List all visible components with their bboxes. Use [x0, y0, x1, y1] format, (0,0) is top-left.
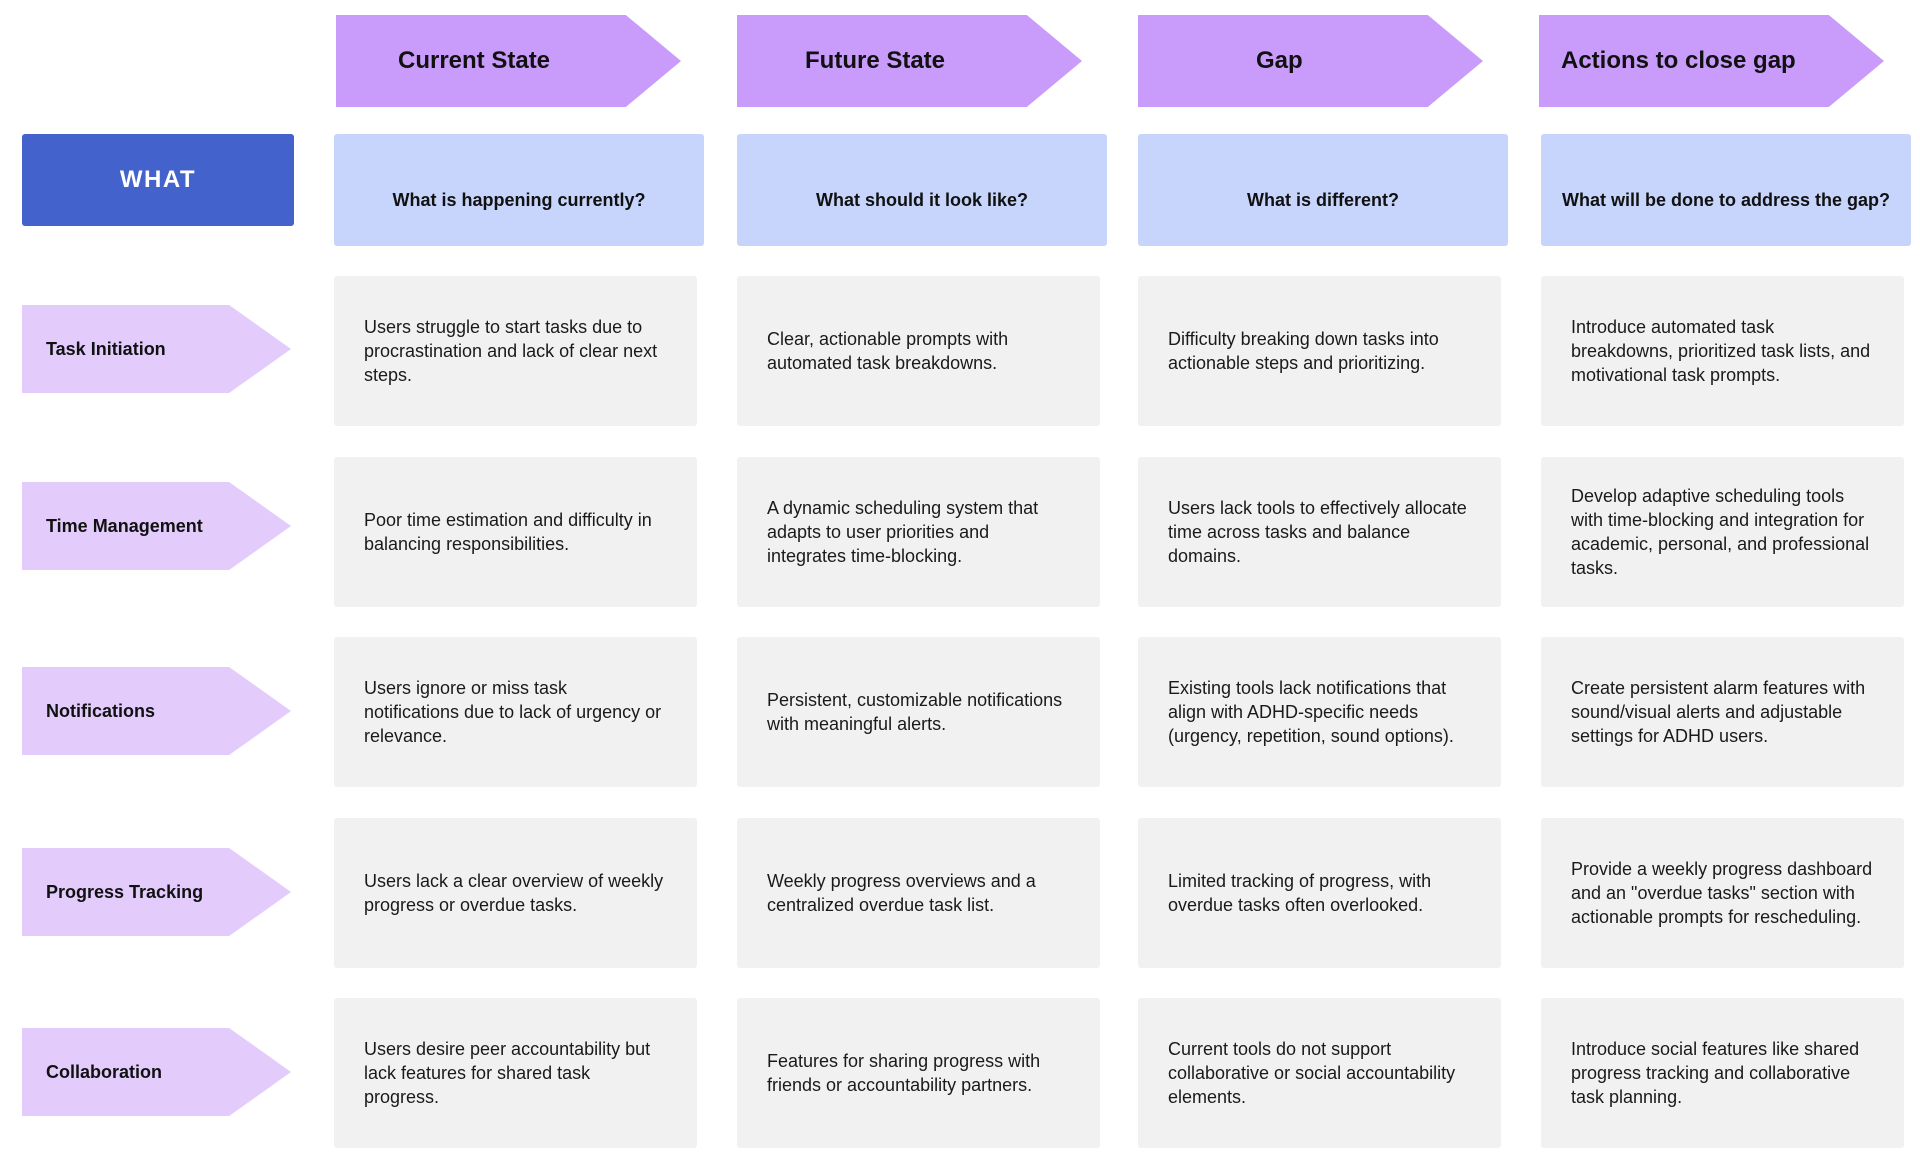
cell-collaboration-future: Features for sharing progress with frien… — [737, 998, 1100, 1148]
question-future-state: What should it look like? — [737, 134, 1107, 246]
column-header-current-state: Current State — [336, 15, 681, 107]
row-label-text: Task Initiation — [46, 338, 166, 359]
cell-progress-tracking-actions: Provide a weekly progress dashboard and … — [1541, 818, 1904, 968]
row-label-text: Time Management — [46, 515, 203, 536]
cell-time-management-current: Poor time estimation and difficulty in b… — [334, 457, 697, 607]
question-actions: What will be done to address the gap? — [1541, 134, 1911, 246]
cell-text: Existing tools lack notifications that a… — [1168, 678, 1454, 746]
column-header-label: Actions to close gap — [1561, 47, 1796, 74]
row-label-text: Notifications — [46, 700, 156, 721]
cell-time-management-gap: Users lack tools to effectively allocate… — [1138, 457, 1501, 607]
cell-notifications-future: Persistent, customizable notifications w… — [737, 637, 1100, 787]
cell-text: Difficulty breaking down tasks into acti… — [1168, 329, 1439, 373]
column-header-label: Gap — [1256, 47, 1303, 74]
column-header-label: Future State — [805, 47, 946, 74]
cell-time-management-future: A dynamic scheduling system that adapts … — [737, 457, 1100, 607]
row-label-progress-tracking: Progress Tracking — [22, 848, 291, 936]
column-header-label: Current State — [398, 47, 551, 74]
cell-text: Create persistent alarm features with so… — [1571, 678, 1866, 746]
cell-text: Users lack a clear overview of weekly pr… — [364, 871, 664, 915]
cell-time-management-actions: Develop adaptive scheduling tools with t… — [1541, 457, 1904, 607]
question-current-state: What is happening currently? — [334, 134, 704, 246]
cell-text: Develop adaptive scheduling tools with t… — [1571, 486, 1870, 578]
row-label-text: Collaboration — [46, 1061, 162, 1082]
cell-text: A dynamic scheduling system that adapts … — [767, 498, 1039, 566]
cell-task-initiation-actions: Introduce automated task breakdowns, pri… — [1541, 276, 1904, 426]
column-header-gap: Gap — [1138, 15, 1483, 107]
cell-text: Limited tracking of progress, with overd… — [1168, 871, 1432, 915]
cell-text: Clear, actionable prompts with automated… — [767, 329, 1009, 373]
column-header-actions: Actions to close gap — [1539, 15, 1884, 107]
cell-text: Poor time estimation and difficulty in b… — [364, 510, 652, 554]
question-text: What is happening currently? — [392, 189, 646, 210]
cell-task-initiation-gap: Difficulty breaking down tasks into acti… — [1138, 276, 1501, 426]
cell-text: Users struggle to start tasks due to pro… — [364, 317, 658, 385]
cell-text: Users ignore or miss task notifications … — [364, 678, 662, 746]
cell-task-initiation-current: Users struggle to start tasks due to pro… — [334, 276, 697, 426]
question-text: What is different? — [1247, 189, 1399, 210]
cell-text: Weekly progress overviews and a centrali… — [767, 871, 1036, 915]
cell-text: Introduce automated task breakdowns, pri… — [1571, 317, 1871, 385]
question-text: What should it look like? — [815, 189, 1028, 210]
cell-task-initiation-future: Clear, actionable prompts with automated… — [737, 276, 1100, 426]
column-header-future-state: Future State — [737, 15, 1082, 107]
what-label-box: WHAT — [22, 134, 294, 226]
cell-notifications-gap: Existing tools lack notifications that a… — [1138, 637, 1501, 787]
cell-text: Persistent, customizable notifications w… — [767, 690, 1063, 734]
row-label-collaboration: Collaboration — [22, 1028, 291, 1116]
row-label-time-management: Time Management — [22, 482, 291, 570]
cell-text: Current tools do not support collaborati… — [1168, 1039, 1456, 1107]
cell-notifications-actions: Create persistent alarm features with so… — [1541, 637, 1904, 787]
question-gap: What is different? — [1138, 134, 1508, 246]
what-label: WHAT — [119, 166, 197, 193]
row-label-notifications: Notifications — [22, 667, 291, 755]
cell-text: Users lack tools to effectively allocate… — [1168, 498, 1467, 566]
row-label-text: Progress Tracking — [46, 881, 204, 902]
cell-progress-tracking-current: Users lack a clear overview of weekly pr… — [334, 818, 697, 968]
cell-notifications-current: Users ignore or miss task notifications … — [334, 637, 697, 787]
cell-progress-tracking-future: Weekly progress overviews and a centrali… — [737, 818, 1100, 968]
cell-progress-tracking-gap: Limited tracking of progress, with overd… — [1138, 818, 1501, 968]
cell-text: Introduce social features like shared pr… — [1571, 1039, 1860, 1107]
question-text: What will be done to address the gap? — [1561, 189, 1891, 210]
cell-text: Provide a weekly progress dashboard and … — [1571, 859, 1873, 927]
row-label-task-initiation: Task Initiation — [22, 305, 291, 393]
cell-collaboration-actions: Introduce social features like shared pr… — [1541, 998, 1904, 1148]
cell-text: Users desire peer accountability but lac… — [364, 1039, 651, 1107]
cell-text: Features for sharing progress with frien… — [767, 1051, 1041, 1095]
cell-collaboration-current: Users desire peer accountability but lac… — [334, 998, 697, 1148]
cell-collaboration-gap: Current tools do not support collaborati… — [1138, 998, 1501, 1148]
